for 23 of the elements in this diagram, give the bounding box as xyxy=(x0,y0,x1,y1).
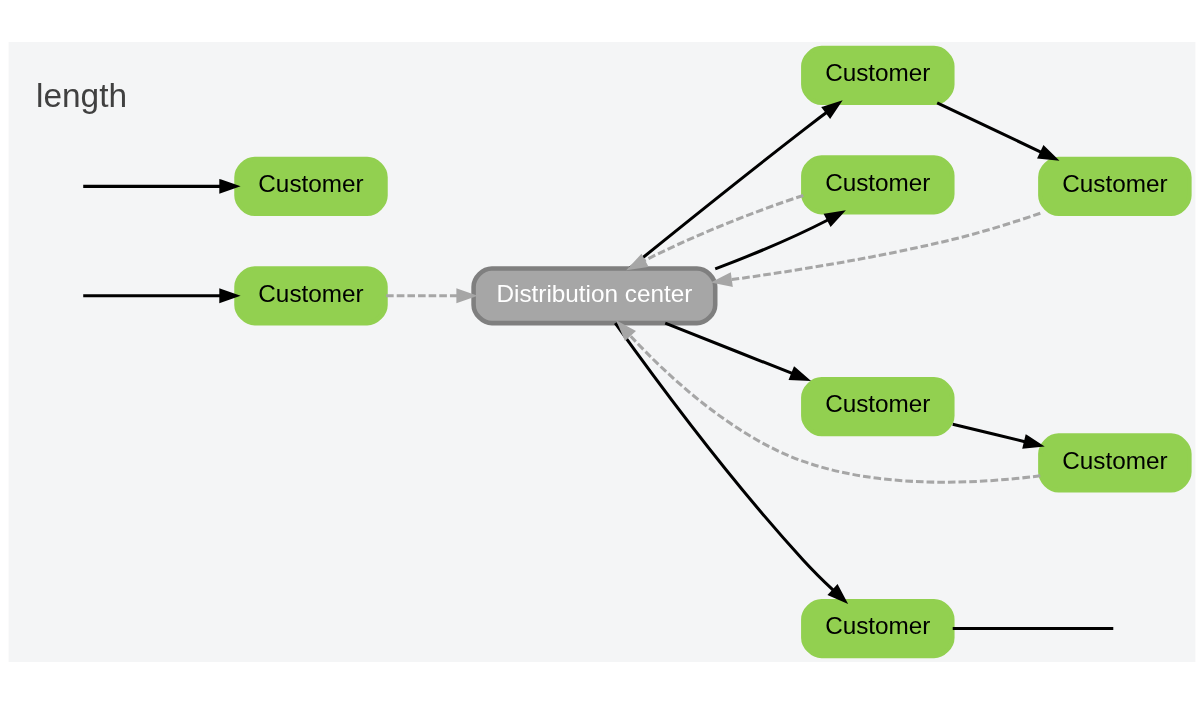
connector xyxy=(952,626,1114,630)
node-box: Customer xyxy=(1038,432,1192,493)
arrow xyxy=(614,321,849,604)
arrow xyxy=(710,211,1041,287)
arrow xyxy=(936,100,1060,161)
arrow xyxy=(83,287,241,303)
node-box: Customer xyxy=(801,598,955,658)
label: length xyxy=(36,76,128,114)
node-box: Customer xyxy=(234,265,388,325)
arrow xyxy=(629,99,843,269)
node-box: Customer xyxy=(234,156,388,216)
node-box: Customer xyxy=(801,376,955,436)
arrow xyxy=(616,319,1041,484)
arrow xyxy=(952,422,1045,449)
node-box: Customer xyxy=(801,45,955,105)
node-box: Distribution center xyxy=(471,265,718,325)
node-box: Customer xyxy=(1038,156,1192,216)
arrow xyxy=(626,193,804,270)
arrow xyxy=(83,178,241,194)
arrow xyxy=(664,321,812,381)
arrow xyxy=(386,287,478,303)
arrow xyxy=(714,209,846,270)
node-box: Customer xyxy=(801,154,955,214)
